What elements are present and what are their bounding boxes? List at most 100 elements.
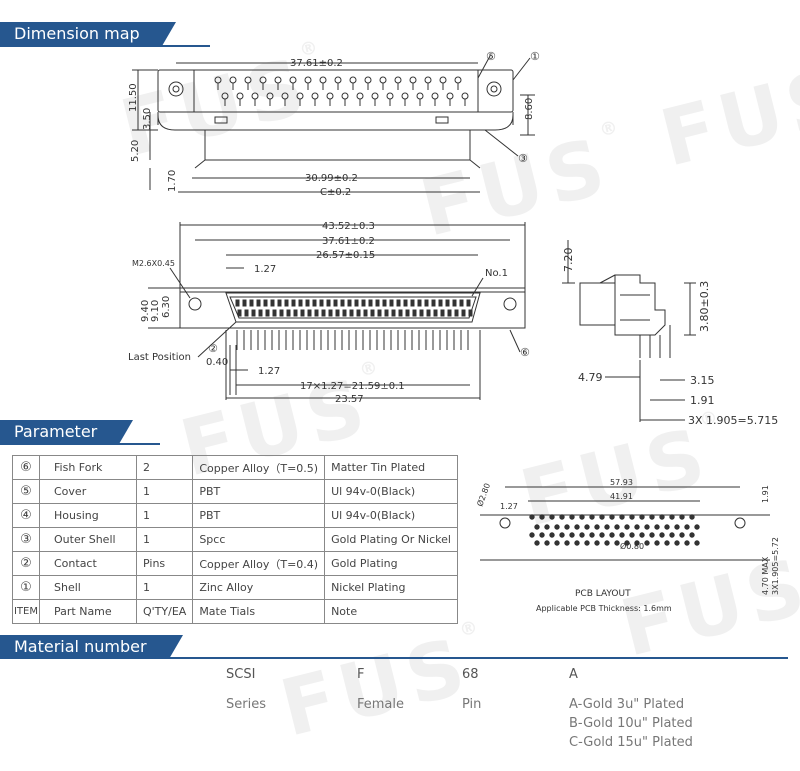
pin-hole	[439, 76, 447, 84]
pin-hole	[386, 92, 394, 100]
pcb-hole	[639, 514, 645, 520]
section-header-parameter: Parameter	[0, 420, 134, 444]
dim-label: 5.20	[130, 140, 141, 162]
contact	[438, 299, 443, 307]
pcb-hole	[644, 524, 650, 530]
pin-hole	[244, 76, 252, 84]
contact	[335, 309, 340, 317]
pin-hole	[409, 76, 417, 84]
dim-label: 37.61±0.2	[290, 58, 343, 69]
pcb-hole	[559, 532, 565, 538]
material-code-plating: A	[569, 667, 578, 682]
table-cell: Contact	[39, 551, 137, 576]
contact	[314, 309, 319, 317]
contact	[328, 309, 333, 317]
dim-label: 3X 1.905=5.715	[688, 414, 778, 425]
pin1-label: No.1	[485, 268, 508, 279]
contact	[333, 299, 338, 307]
material-code-pins: 68	[462, 667, 479, 682]
callout-5: ⑤	[486, 50, 496, 63]
pin-hole	[394, 76, 402, 84]
table-cell: Gold Plating Or Nickel	[324, 527, 458, 552]
pcb-hole	[679, 532, 685, 538]
contact	[349, 309, 354, 317]
pin-hole	[214, 76, 222, 84]
contact	[258, 309, 263, 317]
callout-2: ②	[208, 342, 218, 355]
contact	[356, 309, 361, 317]
dim-label: 7.20	[562, 248, 575, 273]
contact	[293, 309, 298, 317]
contact	[347, 299, 352, 307]
pcb-hole	[669, 514, 675, 520]
pcb-hole	[544, 540, 550, 546]
contact	[391, 309, 396, 317]
pcb-hole	[644, 540, 650, 546]
contact	[389, 299, 394, 307]
dim-label: 57.93	[610, 478, 633, 487]
table-cell: Cover	[39, 479, 137, 504]
pcb-hole	[674, 524, 680, 530]
pin-hole	[379, 76, 387, 84]
pin-hole	[461, 92, 469, 100]
table-cell: 1	[135, 527, 194, 552]
front-view: 43.52±0.3 37.61±0.2 26.57±0.15 1.27 M2.6…	[128, 221, 530, 405]
pcb-hole	[609, 514, 615, 520]
pcb-hole	[664, 540, 670, 546]
pin-hole	[424, 76, 432, 84]
table-cell: ⑥	[12, 455, 40, 480]
pin-hole	[356, 92, 364, 100]
section-underline	[0, 45, 210, 47]
pcb-caption: PCB LAYOUT	[575, 589, 631, 599]
material-code-series: SCSI	[226, 667, 256, 682]
contact	[265, 309, 270, 317]
pcb-holes	[529, 514, 700, 546]
pcb-hole	[584, 524, 590, 530]
table-cell: Q'TY/EA	[135, 599, 194, 624]
contact	[468, 309, 473, 317]
contact	[277, 299, 282, 307]
dim-label: 3X1.905=5.72	[771, 537, 780, 595]
pcb-hole	[684, 524, 690, 530]
table-cell: Mate Tials	[192, 599, 326, 624]
material-label-series: Series	[226, 697, 266, 712]
dim-label: 3.50	[142, 108, 153, 130]
pcb-hole	[609, 532, 615, 538]
pcb-hole	[604, 524, 610, 530]
section-header-material: Material number	[0, 635, 183, 659]
contact	[244, 309, 249, 317]
table-cell: ITEM	[12, 599, 40, 624]
pin-hole	[364, 76, 372, 84]
pcb-hole	[589, 514, 595, 520]
pcb-hole	[604, 540, 610, 546]
table-cell: Fish Fork	[39, 455, 137, 480]
pin-hole	[416, 92, 424, 100]
dim-label: 1.27	[258, 366, 280, 377]
contact	[272, 309, 277, 317]
table-cell: Spcc	[192, 527, 326, 552]
pcb-hole	[554, 540, 560, 546]
pcb-hole	[619, 532, 625, 538]
pcb-hole	[639, 532, 645, 538]
section-title: Material number	[0, 635, 183, 659]
table-cell: ①	[12, 575, 40, 600]
contact	[375, 299, 380, 307]
material-label-gender: Female	[357, 697, 405, 712]
contact	[461, 309, 466, 317]
contact	[403, 299, 408, 307]
dim-label: 17×1.27=21.59±0.1	[300, 381, 405, 392]
contact	[279, 309, 284, 317]
pcb-hole	[669, 532, 675, 538]
pcb-hole	[549, 532, 555, 538]
dim-label: 1.27	[254, 264, 276, 275]
table-cell: ⑤	[12, 479, 40, 504]
table-cell: 1	[135, 503, 194, 528]
contact	[300, 309, 305, 317]
dim-label: 41.91	[610, 492, 633, 501]
top-view-pins	[214, 76, 469, 106]
pcb-hole	[554, 524, 560, 530]
